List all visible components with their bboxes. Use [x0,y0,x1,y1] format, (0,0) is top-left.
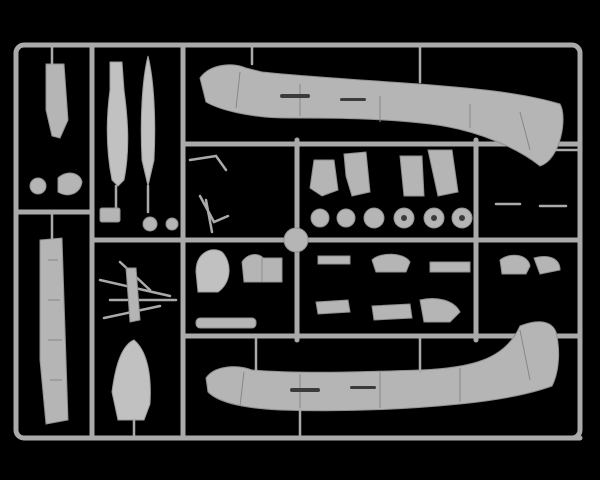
ejection-seat-frames [309,149,459,197]
fuselage-half-upper [199,43,582,167]
center-parts [188,154,309,329]
drop-tanks [106,55,156,214]
fuselage-half-lower [205,321,560,440]
pylons-and-fairings [315,202,568,323]
small-parts-row [99,207,179,232]
landing-gear-struts [98,260,178,323]
sprue-frame [13,42,583,441]
wheels-row [310,207,473,229]
nose-cone [111,339,151,440]
left-column-parts [29,43,83,425]
